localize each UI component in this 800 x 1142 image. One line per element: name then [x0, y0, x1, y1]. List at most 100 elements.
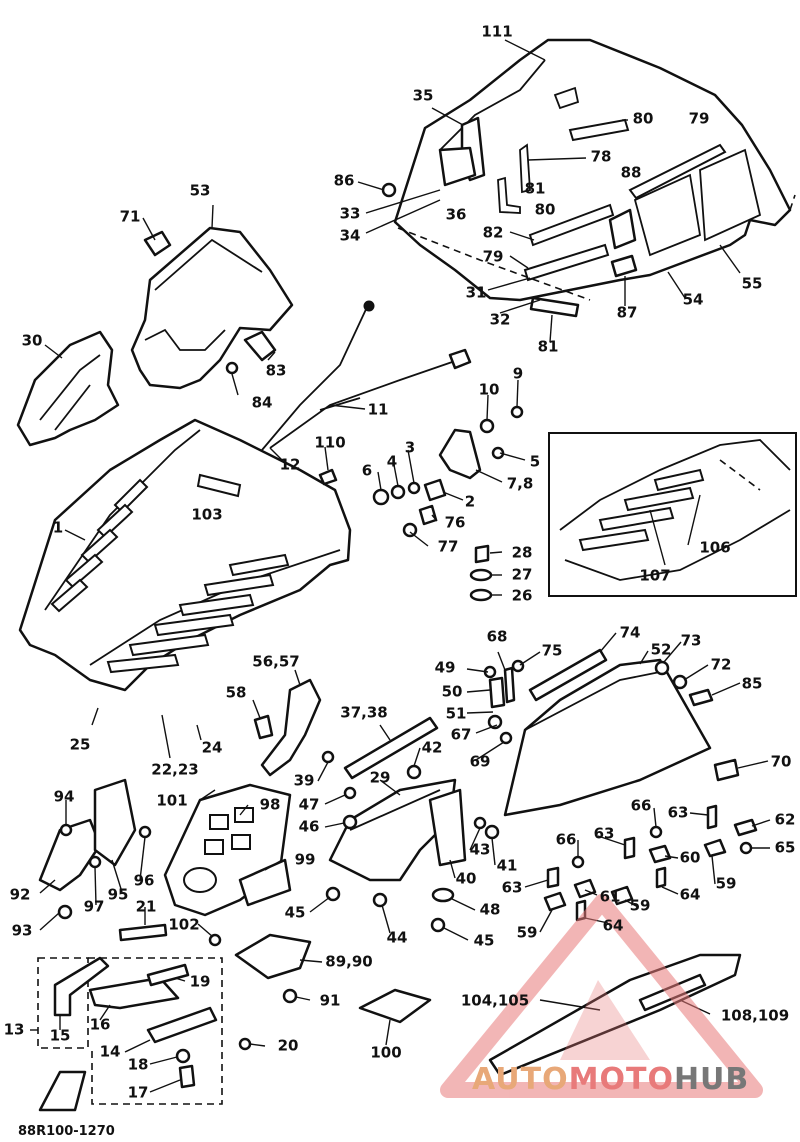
callout-53: 53 [189, 181, 211, 200]
callout-28: 28 [511, 543, 533, 562]
callout-60: 60 [679, 848, 701, 867]
callout-46: 46 [298, 817, 320, 836]
callout-80: 80 [632, 109, 654, 128]
callout-59: 59 [715, 874, 737, 893]
callout-81: 81 [537, 337, 559, 356]
callout-9: 9 [512, 364, 524, 383]
callout-21: 21 [135, 897, 157, 916]
panel-52 [503, 648, 740, 817]
callout-94: 94 [53, 787, 75, 806]
callout-36: 36 [445, 205, 467, 224]
callout-32: 32 [489, 310, 511, 329]
callout-110: 110 [314, 433, 346, 452]
callout-108-109: 108,109 [720, 1006, 790, 1025]
callout-15: 15 [49, 1026, 71, 1045]
center-hardware [483, 659, 525, 745]
callout-40: 40 [455, 869, 477, 888]
callout-42: 42 [421, 738, 443, 757]
callout-16: 16 [89, 1015, 111, 1034]
callout-19: 19 [189, 972, 211, 991]
callout-63: 63 [501, 878, 523, 897]
callout-63: 63 [593, 824, 615, 843]
callout-100: 100 [370, 1043, 402, 1062]
callout-35: 35 [412, 86, 434, 105]
callout-14: 14 [99, 1042, 121, 1061]
callout-45: 45 [284, 903, 306, 922]
right-hardware [543, 804, 758, 922]
callout-6: 6 [361, 461, 373, 480]
diagram-code: 88R100-1270 [18, 1124, 115, 1139]
callout-88: 88 [620, 163, 642, 182]
callout-98: 98 [259, 795, 281, 814]
windshield-assembly [381, 38, 796, 318]
callout-102: 102 [168, 915, 200, 934]
cable-11-12 [261, 300, 472, 451]
watermark-logo [440, 894, 763, 1098]
callout-59: 59 [629, 896, 651, 915]
callout-87: 87 [616, 303, 638, 322]
callout-2: 2 [464, 492, 476, 511]
console-98 [163, 783, 292, 917]
side-panel-53 [130, 226, 294, 390]
callout-79: 79 [482, 247, 504, 266]
callout-11: 11 [367, 400, 389, 419]
callout-93: 93 [11, 921, 33, 940]
hood-1 [18, 418, 352, 692]
watermark-part-1: AUTO [472, 1062, 569, 1097]
callout-70: 70 [770, 752, 792, 771]
callout-24: 24 [201, 738, 223, 757]
callout-33: 33 [339, 204, 361, 223]
callout-71: 71 [119, 207, 141, 226]
callout-49: 49 [434, 658, 456, 677]
callout-64: 64 [602, 916, 624, 935]
inset-detail-box [548, 432, 797, 597]
callout-1: 1 [52, 518, 64, 537]
callout-5: 5 [529, 452, 541, 471]
callout-43: 43 [469, 840, 491, 859]
callout-39: 39 [293, 771, 315, 790]
callout-50: 50 [441, 682, 463, 701]
callout-47: 47 [298, 795, 320, 814]
callout-76: 76 [444, 513, 466, 532]
callout-78: 78 [590, 147, 612, 166]
callout-17: 17 [127, 1083, 149, 1102]
callout-51: 51 [445, 704, 467, 723]
callout-89-90: 89,90 [325, 952, 373, 971]
callout-75: 75 [541, 641, 563, 660]
callout-7-8: 7,8 [506, 474, 534, 493]
callout-30: 30 [21, 331, 43, 350]
callout-10: 10 [478, 380, 500, 399]
callout-64: 64 [679, 885, 701, 904]
bracket-56-57 [253, 678, 322, 777]
callout-52: 52 [650, 640, 672, 659]
callout-62: 62 [774, 810, 796, 829]
callout-56-57: 56,57 [252, 652, 300, 671]
callout-66: 66 [555, 830, 577, 849]
callout-27: 27 [511, 565, 533, 584]
callout-99: 99 [294, 850, 316, 869]
callout-103: 103 [191, 505, 223, 524]
watermark-part-3: HUB [673, 1062, 750, 1097]
callout-65: 65 [774, 838, 796, 857]
callout-12: 12 [279, 455, 301, 474]
callout-74: 74 [619, 623, 641, 642]
callout-95: 95 [107, 885, 129, 904]
callout-61: 61 [599, 887, 621, 906]
callout-41: 41 [496, 856, 518, 875]
callout-79: 79 [688, 109, 710, 128]
callout-82: 82 [482, 223, 504, 242]
rod-37-38 [343, 716, 439, 780]
callout-106: 106 [699, 538, 731, 557]
callout-86: 86 [333, 171, 355, 190]
callout-84: 84 [251, 393, 273, 412]
callout-91: 91 [319, 991, 341, 1010]
callout-68: 68 [486, 627, 508, 646]
callout-29: 29 [369, 768, 391, 787]
callout-20: 20 [277, 1036, 299, 1055]
callout-66: 66 [630, 796, 652, 815]
side-part-30 [16, 330, 120, 447]
hardware-cluster [318, 405, 524, 602]
callout-85: 85 [741, 674, 763, 693]
callout-73: 73 [680, 631, 702, 650]
